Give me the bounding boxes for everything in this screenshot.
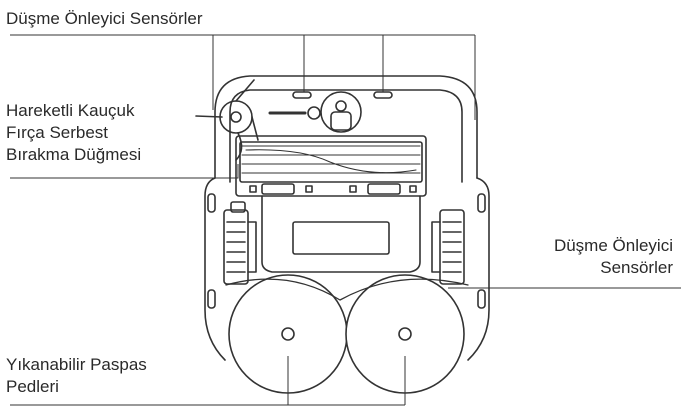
label-cliff-sensors-right-line2: Sensörler bbox=[600, 258, 673, 277]
label-mop-pads: Yıkanabilir Paspas Pedleri bbox=[6, 354, 147, 398]
cliff-sensor-slot-right bbox=[373, 91, 393, 99]
center-plate bbox=[261, 195, 421, 273]
leader-brush-release bbox=[10, 164, 239, 179]
cliff-sensor-slot-left bbox=[292, 91, 312, 99]
label-mop-pads-line2: Pedleri bbox=[6, 377, 59, 396]
leader-lines bbox=[10, 34, 681, 406]
label-cliff-sensors-top: Düşme Önleyici Sensörler bbox=[6, 9, 203, 28]
side-brush bbox=[219, 100, 253, 134]
right-drive-module bbox=[439, 209, 465, 285]
label-brush-release-line3: Bırakma Düğmesi bbox=[6, 145, 142, 164]
robot-lower-shell bbox=[204, 177, 490, 361]
name-plate bbox=[292, 221, 390, 255]
left-drive-module bbox=[223, 209, 249, 285]
label-cliff-sensors-right-line1: Düşme Önleyici bbox=[553, 236, 673, 255]
label-cliff-sensors-right: Düşme Önleyici Sensörler bbox=[554, 235, 673, 279]
leader-mop-pads bbox=[10, 356, 406, 406]
label-brush-release-line1: Hareketli Kauçuk bbox=[6, 101, 135, 120]
main-brush-compartment bbox=[235, 135, 427, 197]
label-brush-release: Hareketli Kauçuk Fırça Serbest Bırakma D… bbox=[6, 100, 141, 166]
inner-panel bbox=[229, 89, 463, 183]
label-mop-pads-line1: Yıkanabilir Paspas bbox=[6, 355, 147, 374]
leader-cliff-top bbox=[10, 34, 476, 120]
label-brush-release-line2: Fırça Serbest bbox=[6, 123, 109, 142]
caster-wheel bbox=[320, 91, 362, 133]
